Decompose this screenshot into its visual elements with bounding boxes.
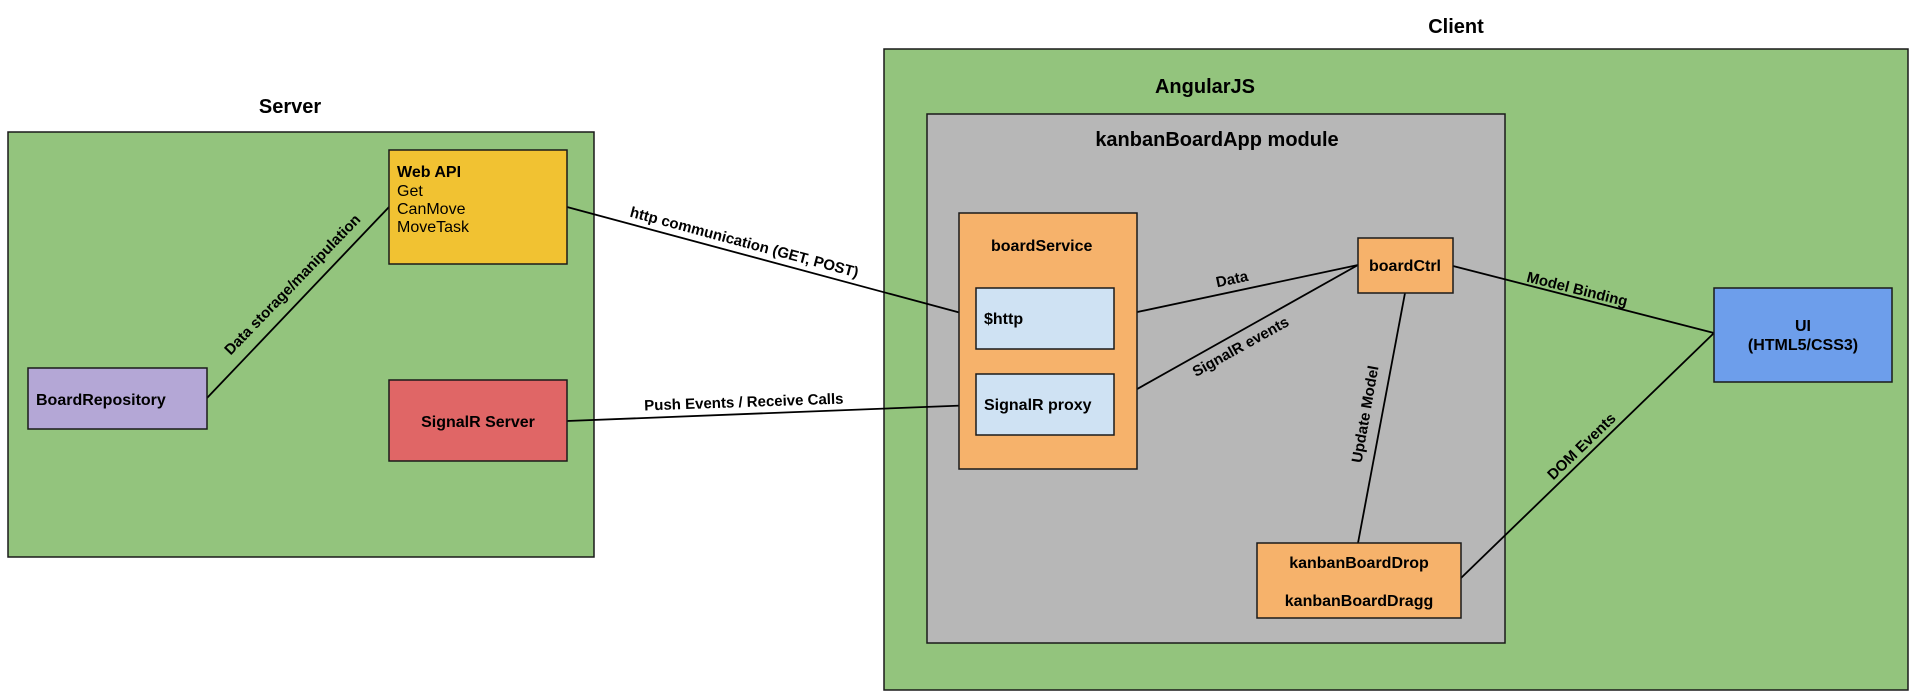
webapi-box: [388, 149, 568, 265]
edge-label-http-communication: http communication (GET, POST): [628, 204, 860, 281]
ui-node: UI (HTML5/CSS3): [1713, 287, 1893, 383]
kanban-board-drop-label: kanbanBoardDrop: [1289, 555, 1429, 572]
http-box: [975, 287, 1115, 350]
signalr-proxy-node: SignalR proxy: [975, 373, 1115, 436]
edge-http-communication: [566, 206, 977, 318]
board-service-label: boardService: [991, 238, 1092, 255]
edge-signalr-events: [1113, 264, 1359, 403]
edge-update-model: [1357, 292, 1406, 544]
edge-data: [1113, 264, 1359, 318]
http-label: $http: [984, 311, 1023, 328]
webapi-item-canmove: CanMove: [397, 201, 466, 218]
board-ctrl-node: boardCtrl: [1357, 237, 1454, 294]
edge-label-data: Data: [1214, 268, 1250, 292]
client-label: Client: [1428, 16, 1484, 38]
kanban-directives-node: kanbanBoardDrop kanbanBoardDragg: [1256, 542, 1462, 619]
edges: [206, 206, 1715, 579]
ui-sublabel: (HTML5/CSS3): [1748, 337, 1858, 354]
signalr-server-label: SignalR Server: [421, 414, 535, 431]
angularjs-label: AngularJS: [1155, 76, 1255, 98]
edge-label-push-events: Push Events / Receive Calls: [644, 391, 844, 415]
board-repository-node: BoardRepository: [27, 367, 208, 430]
webapi-item-movetask: MoveTask: [397, 219, 470, 236]
webapi-title: Web API: [397, 164, 461, 181]
edge-dom-events: [1460, 332, 1715, 579]
edge-model-binding: [1452, 265, 1715, 334]
board-ctrl-label: boardCtrl: [1369, 258, 1441, 275]
signalr-server-node: SignalR Server: [388, 379, 568, 462]
edge-data-storage: [206, 206, 390, 399]
signalr-server-box: [388, 379, 568, 462]
webapi-item-get: Get: [397, 183, 423, 200]
edge-push-events: [566, 404, 977, 422]
http-node: $http: [975, 287, 1115, 350]
webapi-node: Web API Get CanMove MoveTask: [388, 149, 568, 265]
ui-box: [1713, 287, 1893, 383]
signalr-proxy-box: [975, 373, 1115, 436]
module-label: kanbanBoardApp module: [1095, 129, 1338, 151]
kanban-directives-box: [1256, 542, 1462, 619]
board-repository-box: [27, 367, 208, 430]
board-repository-label: BoardRepository: [36, 392, 166, 409]
board-ctrl-box: [1357, 237, 1454, 294]
ui-label: UI: [1795, 318, 1811, 335]
kanban-board-dragg-label: kanbanBoardDragg: [1285, 593, 1433, 610]
server-label: Server: [259, 96, 321, 118]
signalr-proxy-label: SignalR proxy: [984, 397, 1092, 414]
